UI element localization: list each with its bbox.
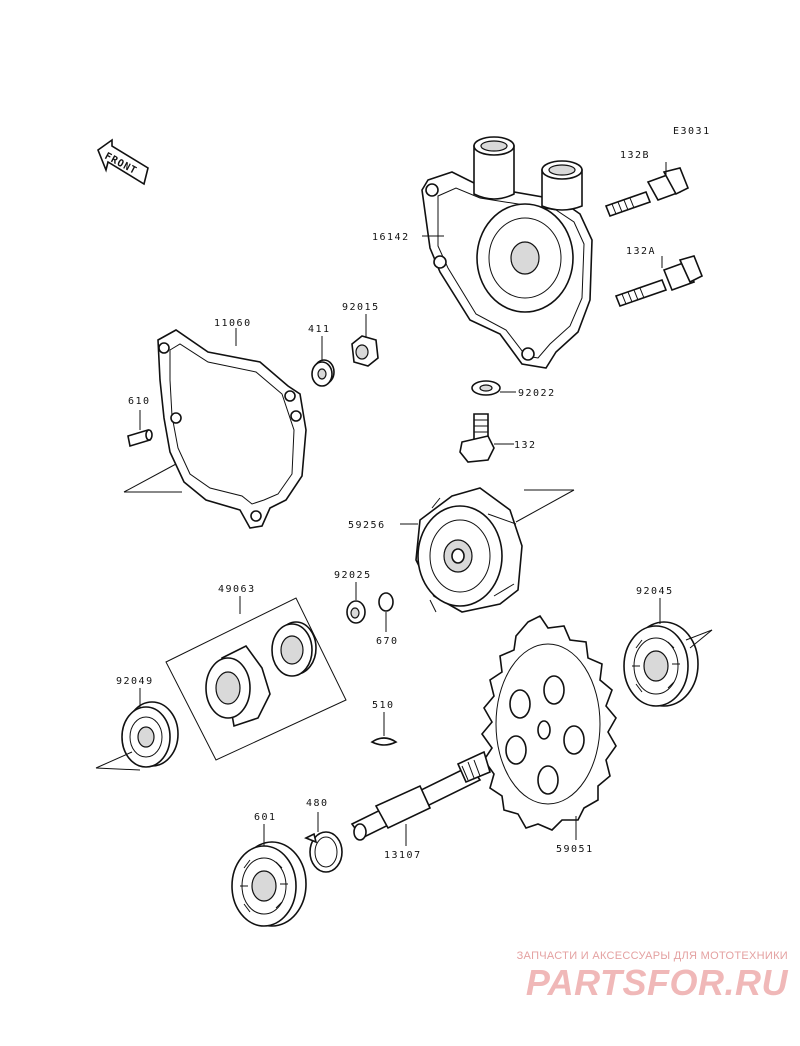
label-92015: 92015 — [342, 302, 380, 313]
label-132: 132 — [514, 440, 537, 451]
label-11060: 11060 — [214, 318, 252, 329]
label-132a: 132A — [626, 246, 656, 257]
label-59051: 59051 — [556, 844, 594, 855]
drain-bolt-132 — [459, 413, 495, 463]
pump-shaft — [350, 750, 491, 841]
o-ring-670 — [378, 592, 394, 612]
circlip-480 — [304, 831, 343, 873]
label-92045: 92045 — [636, 586, 674, 597]
label-92022: 92022 — [518, 388, 556, 399]
seal-92025 — [346, 600, 366, 624]
gasket — [157, 329, 307, 529]
watermark-logo: PARTSFOR.RU — [525, 962, 788, 1003]
label-411: 411 — [308, 324, 331, 335]
label-13107: 13107 — [384, 850, 422, 861]
label-49063: 49063 — [218, 584, 256, 595]
pump-gear — [480, 614, 617, 831]
bearing-92045 — [623, 621, 699, 707]
label-610: 610 — [128, 396, 151, 407]
dowel-pin — [127, 428, 153, 448]
key-510 — [370, 737, 398, 746]
label-480: 480 — [306, 798, 329, 809]
bearing-92049 — [121, 701, 179, 768]
pump-cover — [421, 136, 593, 369]
label-92049: 92049 — [116, 676, 154, 687]
front-arrow-icon: FRONT — [97, 138, 149, 186]
label-510: 510 — [372, 700, 395, 711]
label-132b: 132B — [620, 150, 650, 161]
label-59256: 59256 — [348, 520, 386, 531]
bolt-132a — [614, 255, 704, 308]
mechanical-seal-kit — [165, 597, 347, 761]
nut-92015 — [351, 335, 379, 367]
bolt-132b — [604, 167, 690, 218]
diagram-code: E3031 — [673, 126, 711, 137]
washer-411 — [311, 359, 335, 387]
label-670: 670 — [376, 636, 399, 647]
bearing-601 — [231, 841, 307, 927]
label-92025: 92025 — [334, 570, 372, 581]
impeller — [415, 487, 523, 613]
label-601: 601 — [254, 812, 277, 823]
watermark-tagline: ЗАПЧАСТИ И АКСЕССУАРЫ ДЛЯ МОТОТЕХНИКИ — [516, 950, 788, 962]
washer-92022 — [471, 380, 501, 396]
label-16142: 16142 — [372, 232, 410, 243]
